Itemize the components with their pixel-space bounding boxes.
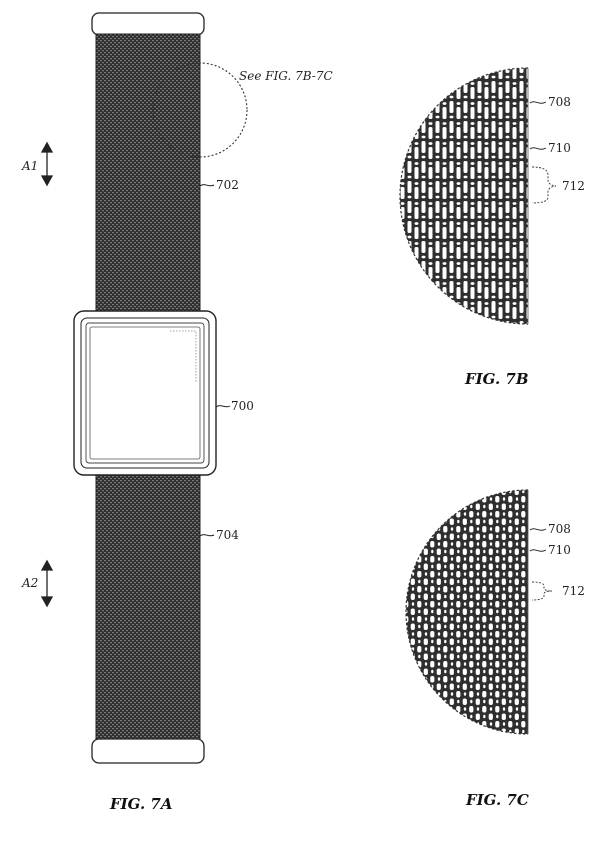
caption-fig-7b: FIG. 7B	[465, 370, 529, 388]
label-704: 704	[216, 528, 239, 542]
label-a1: A1	[22, 159, 39, 173]
leader-700	[215, 405, 231, 408]
leader-7c-710	[529, 549, 547, 552]
fig-7c-mesh-detail	[405, 489, 553, 735]
mesh-7b-texture	[400, 68, 528, 324]
label-7c-712: 712	[562, 584, 585, 598]
bracket-7c-712	[531, 581, 553, 601]
leader-7b-710	[529, 147, 547, 150]
mesh-7c-texture	[406, 490, 528, 734]
band-upper	[95, 33, 201, 316]
leader-702	[199, 184, 215, 187]
see-fig-note: See FIG. 7B-7C	[239, 69, 333, 83]
fig-7a-watch	[40, 12, 248, 764]
watch-display	[89, 326, 201, 460]
axis-a1-arrow	[40, 141, 54, 187]
display-corner-highlight	[170, 330, 197, 382]
leader-704	[199, 534, 215, 537]
mesh-7c-outline	[405, 489, 529, 735]
label-7c-710: 710	[548, 543, 571, 557]
label-702: 702	[216, 178, 239, 192]
label-7b-708: 708	[548, 95, 571, 109]
label-7b-710: 710	[548, 141, 571, 155]
axis-a2-arrow	[40, 559, 54, 608]
band-lower	[95, 470, 201, 742]
label-7b-712: 712	[562, 179, 585, 193]
leader-7b-708	[529, 101, 547, 104]
label-7c-708: 708	[548, 522, 571, 536]
fig-7b-mesh-detail	[399, 67, 557, 325]
detail-reference-circle	[152, 62, 248, 158]
label-a2: A2	[22, 576, 39, 590]
mesh-7b-outline	[399, 67, 529, 325]
bracket-7b-712	[531, 166, 557, 204]
label-700: 700	[231, 399, 254, 413]
caption-fig-7c: FIG. 7C	[466, 791, 529, 809]
leader-7c-708	[529, 528, 547, 531]
band-bottom-end-cap	[91, 738, 205, 764]
caption-fig-7a: FIG. 7A	[110, 795, 173, 813]
band-top-end-cap	[91, 12, 205, 36]
